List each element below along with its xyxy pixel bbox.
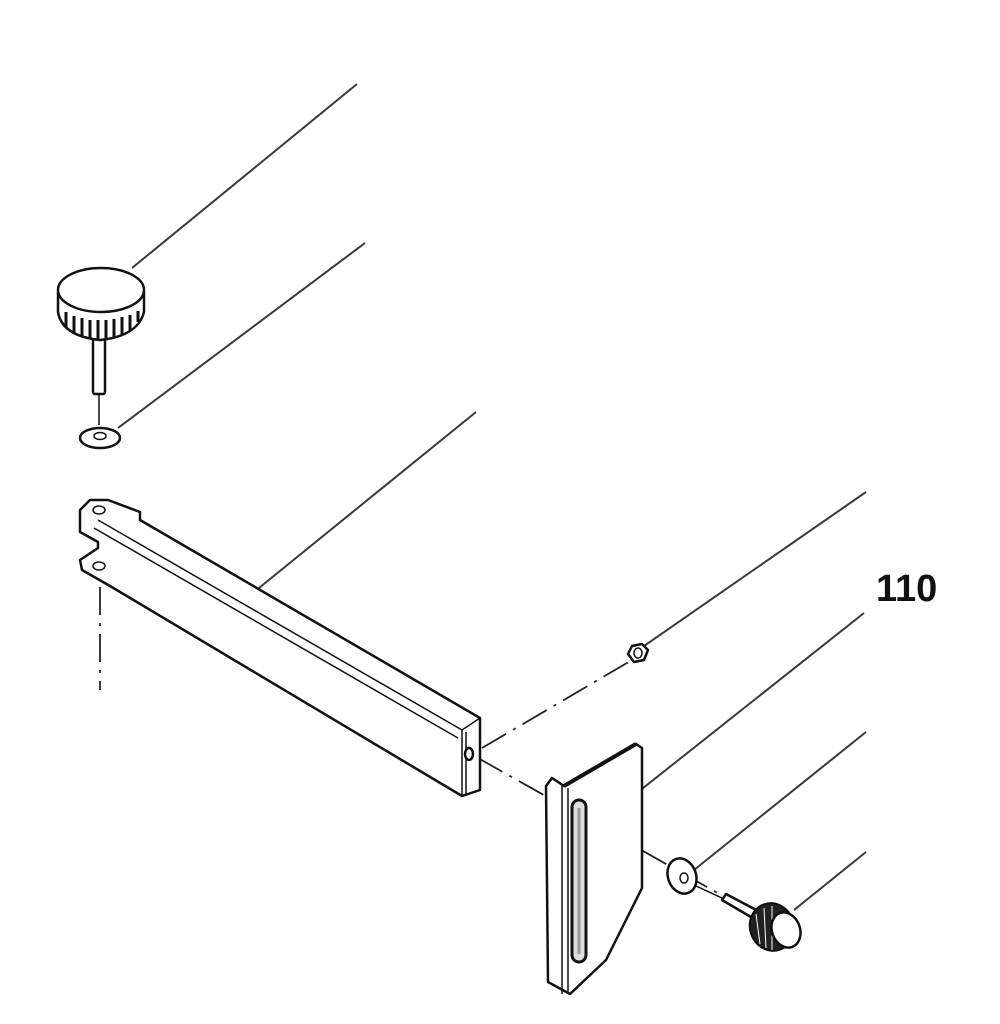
leader-lines <box>117 83 867 911</box>
leader-washer-lower <box>693 731 867 871</box>
leader-hex-nut <box>643 491 867 647</box>
leader-slotted-bracket <box>627 612 865 801</box>
leader-small-thumb-screw <box>793 851 867 911</box>
leader-washer-upper <box>117 242 366 429</box>
callout-label-110: 110 <box>876 568 938 610</box>
large-thumb-screw-icon <box>56 266 146 425</box>
slotted-bracket-icon <box>544 742 644 996</box>
leader-fence-bar <box>253 411 477 593</box>
washer-lower-icon <box>666 857 698 895</box>
axis-nut <box>481 659 633 749</box>
small-thumb-screw-icon <box>695 885 802 952</box>
hex-nut-icon <box>626 642 650 664</box>
fence-bar-icon <box>78 498 482 798</box>
washer-upper-icon <box>78 426 122 450</box>
leader-large-thumb-screw <box>131 83 358 269</box>
